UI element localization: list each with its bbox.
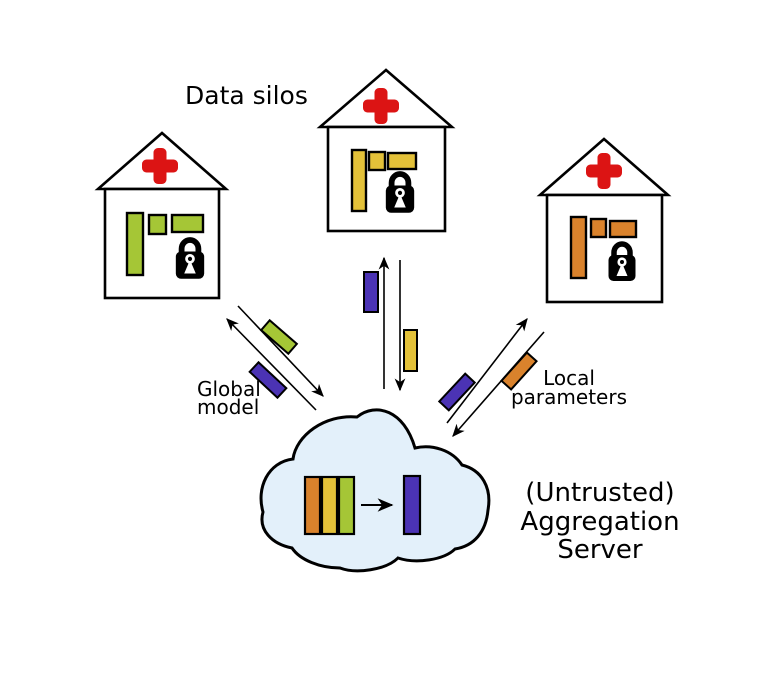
- data-bar-wide: [386, 151, 418, 171]
- aggregated-global-model-bar: [402, 474, 422, 536]
- server-label-line1: (Untrusted): [525, 478, 674, 508]
- data-bar-tall: [350, 148, 368, 213]
- aggregation-server-cloud: [259, 408, 491, 573]
- right-exchange-arrows: [437, 317, 545, 437]
- local-parameters-label-line1: Local: [543, 366, 595, 390]
- server-label: (Untrusted) Aggregation Server: [520, 478, 679, 565]
- local-parameters-label-line2: parameters: [511, 385, 627, 409]
- global-model-bar-purple: [363, 271, 379, 313]
- local-data-matrix: [125, 211, 205, 277]
- data-bar-small: [147, 213, 168, 236]
- local-params-bar-green: [259, 318, 299, 356]
- data-bar-wide: [170, 213, 205, 234]
- data-bar-tall: [569, 215, 588, 280]
- local-params-bar-orange: [500, 351, 538, 391]
- stacked-bar-yellow: [320, 475, 339, 536]
- building-body: [545, 193, 664, 304]
- local-params-bar-yellow: [403, 329, 418, 372]
- aggregated-local-parameters: [303, 475, 356, 536]
- data-bar-wide: [608, 219, 638, 239]
- building-body: [103, 187, 221, 300]
- arrow-server-to-right-silo: [446, 317, 528, 424]
- data-bar-small: [367, 150, 387, 172]
- global-model-label: Global model: [197, 377, 261, 419]
- local-parameters-label: Local parameters: [511, 366, 627, 409]
- local-data-matrix: [569, 215, 638, 280]
- data-bar-small: [589, 217, 608, 239]
- server-label-line3: Server: [557, 535, 643, 565]
- right-hospital-silo: [536, 137, 672, 304]
- global-model-bar-purple: [437, 372, 477, 412]
- arrow-left-silo-to-server: [237, 305, 324, 397]
- data-bar-tall: [125, 211, 145, 277]
- building-body: [326, 125, 447, 233]
- arrow-server-to-left-silo: [226, 318, 317, 411]
- global-model-label-line1: Global: [197, 377, 261, 401]
- diagram-title: Data silos: [185, 81, 308, 110]
- global-model-label-line2: model: [197, 395, 259, 419]
- middle-exchange-arrows: [363, 256, 418, 392]
- server-label-line2: Aggregation: [520, 507, 679, 537]
- stacked-bar-green: [337, 475, 356, 536]
- arrow-right-silo-to-server: [452, 331, 545, 437]
- left-exchange-arrows: [226, 305, 324, 411]
- left-hospital-silo: [94, 131, 230, 300]
- middle-hospital-silo: [316, 68, 456, 233]
- local-data-matrix: [350, 148, 418, 213]
- stacked-bar-orange: [303, 475, 322, 536]
- global-model-bar-purple: [248, 360, 288, 400]
